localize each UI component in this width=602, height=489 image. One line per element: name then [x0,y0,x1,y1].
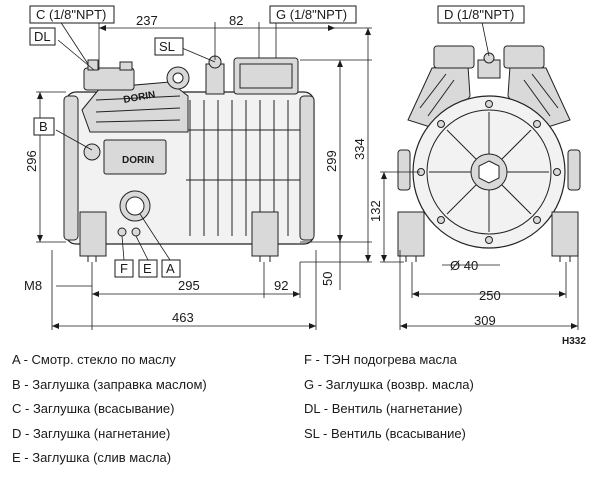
side-dimension-texts: 237 82 296 299 334 50 295 92 463 M8 [24,13,367,325]
compressor-dimension-drawing: DORIN DORIN [24,5,586,345]
dim-132: 132 [368,200,383,222]
legend-right-column: F - ТЭН подогрева масла G - Заглушка (во… [304,348,474,446]
label-b: B [39,119,48,134]
label-c: C (1/8"NPT) [36,7,106,22]
legend-item-b: B - Заглушка (заправка маслом) [12,376,207,392]
dim-250: 250 [479,288,501,303]
side-dimension-lines [36,22,372,330]
label-dl: DL [34,29,51,44]
dim-50: 50 [320,272,335,286]
legend-left-column: A - Смотр. стекло по маслу B - Заглушка … [12,348,207,471]
label-sl: SL [159,39,175,54]
legend-item-e: E - Заглушка (слив масла) [12,450,172,465]
dim-82: 82 [229,13,243,28]
label-e: E [143,261,152,276]
side-view: DORIN DORIN [63,55,315,262]
label-d: D (1/8"NPT) [444,7,514,22]
label-a: A [166,261,175,276]
dim-463: 463 [172,310,194,325]
label-boxes: C (1/8"NPT) DL SL G (1/8"NPT) B F E A [29,5,357,278]
front-labels: D (1/8"NPT) 132 Ø 40 250 309 H332 [368,5,586,345]
label-m8: M8 [24,278,42,293]
dim-309: 309 [474,313,496,328]
dim-40: Ø 40 [450,258,478,273]
label-g: G (1/8"NPT) [276,7,347,22]
legend: A - Смотр. стекло по маслу B - Заглушка … [0,348,602,488]
legend-item-sl: SL - Вентиль (всасывание) [304,425,466,441]
legend-item-g: G - Заглушка (возвр. масла) [304,376,474,392]
dim-237: 237 [136,13,158,28]
drawing-code: H332 [562,336,586,345]
leader-lines [55,17,277,261]
front-dimension-arrows [381,172,578,329]
legend-item-a: A - Смотр. стекло по маслу [12,352,176,367]
dim-334: 334 [352,138,367,160]
dim-295: 295 [178,278,200,293]
dim-92: 92 [274,278,288,293]
dim-299: 299 [324,150,339,172]
front-view [397,45,581,262]
legend-item-c: C - Заглушка (всасывание) [12,401,175,416]
legend-item-d: D - Заглушка (нагнетание) [12,425,171,441]
legend-item-dl: DL - Вентиль (нагнетание) [304,401,463,416]
legend-item-f: F - ТЭН подогрева масла [304,352,457,367]
dim-296: 296 [24,150,39,172]
label-f: F [120,261,128,276]
dimension-arrows [37,25,371,329]
brand-logo-plate: DORIN [122,155,154,166]
